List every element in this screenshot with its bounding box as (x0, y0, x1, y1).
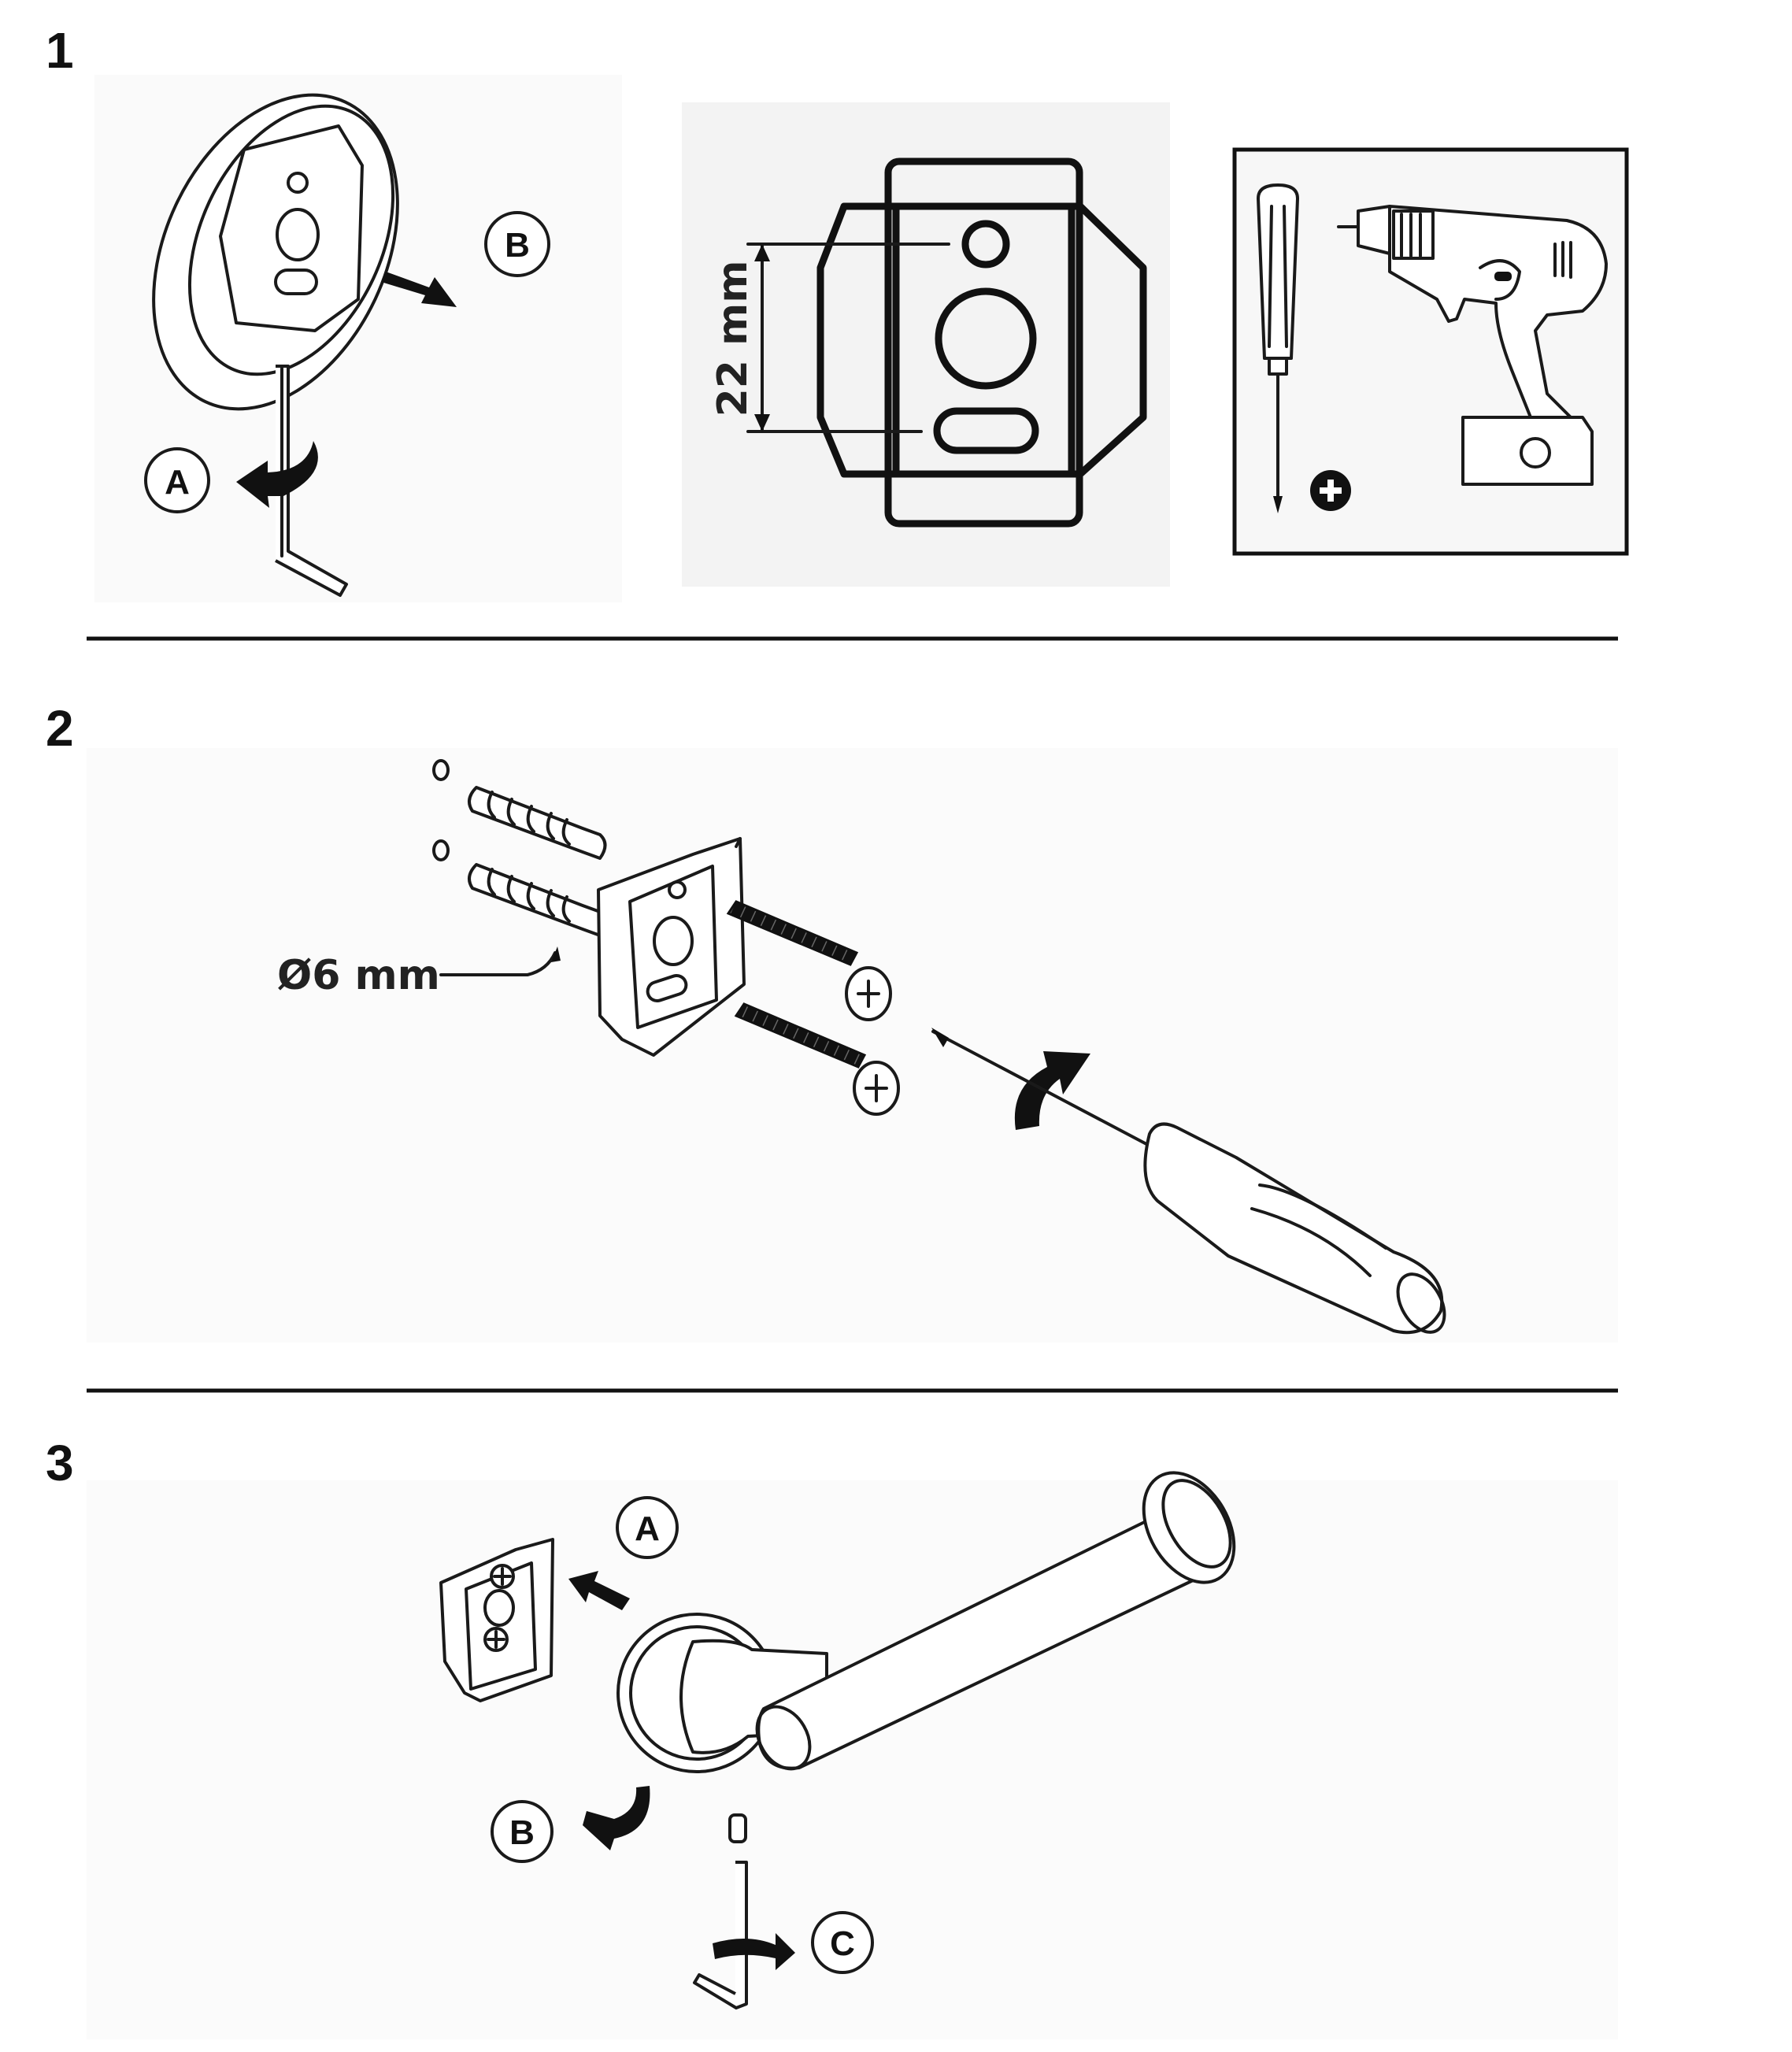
screwdriver-icon (1257, 183, 1299, 513)
dimension-22mm: 22 mm (709, 261, 757, 417)
wall-flange-illustration: B A (94, 75, 622, 602)
arrow-a-icon (568, 1571, 630, 1610)
step-2-number: 2 (46, 700, 74, 757)
hex-key-icon (275, 365, 348, 597)
step-1-number: 1 (46, 22, 74, 79)
plus-circle-icon (1310, 470, 1351, 511)
wall-hole (432, 839, 450, 861)
step-2: 2 Ø6 mm (46, 700, 1618, 1343)
screwdriver-icon (931, 1028, 1446, 1335)
arrow-b-icon (381, 272, 457, 307)
wall-hole (432, 759, 450, 781)
label-b: B (484, 211, 550, 277)
arrow-a-icon (236, 441, 318, 508)
svg-text:B: B (505, 226, 530, 265)
wall-plug-icon (468, 786, 607, 860)
mounting-plate-diagram: 22 mm (682, 102, 1170, 587)
mounting-bracket-icon (597, 837, 746, 1057)
svg-text:A: A (635, 1509, 660, 1548)
dimension-6mm: Ø6 mm (277, 952, 440, 999)
label-c: C (811, 1911, 874, 1974)
screw-icon (726, 900, 892, 1021)
label-a: A (144, 447, 210, 513)
drill-icon (1337, 205, 1608, 486)
step-1: 1 B (46, 22, 1629, 602)
arrow-b-icon (583, 1786, 650, 1850)
step-3: 3 A B (46, 1435, 1618, 2039)
label-b: B (491, 1800, 554, 1863)
grub-screw-icon (728, 1813, 747, 1843)
arrow-c-icon (713, 1933, 795, 1970)
svg-text:C: C (830, 1924, 855, 1963)
toilet-roll-holder-icon (616, 1471, 1236, 1773)
pointer-arrow-icon (551, 946, 561, 962)
svg-text:A: A (165, 463, 190, 502)
rotate-arrow-icon (1014, 1051, 1090, 1130)
required-tools-box (1232, 147, 1629, 556)
step-3-number: 3 (46, 1435, 74, 1491)
label-a: A (616, 1496, 679, 1559)
hex-key-icon (693, 1861, 748, 2009)
mounting-bracket-icon (439, 1538, 554, 1702)
screw-icon (734, 1002, 900, 1116)
svg-text:B: B (509, 1813, 535, 1852)
